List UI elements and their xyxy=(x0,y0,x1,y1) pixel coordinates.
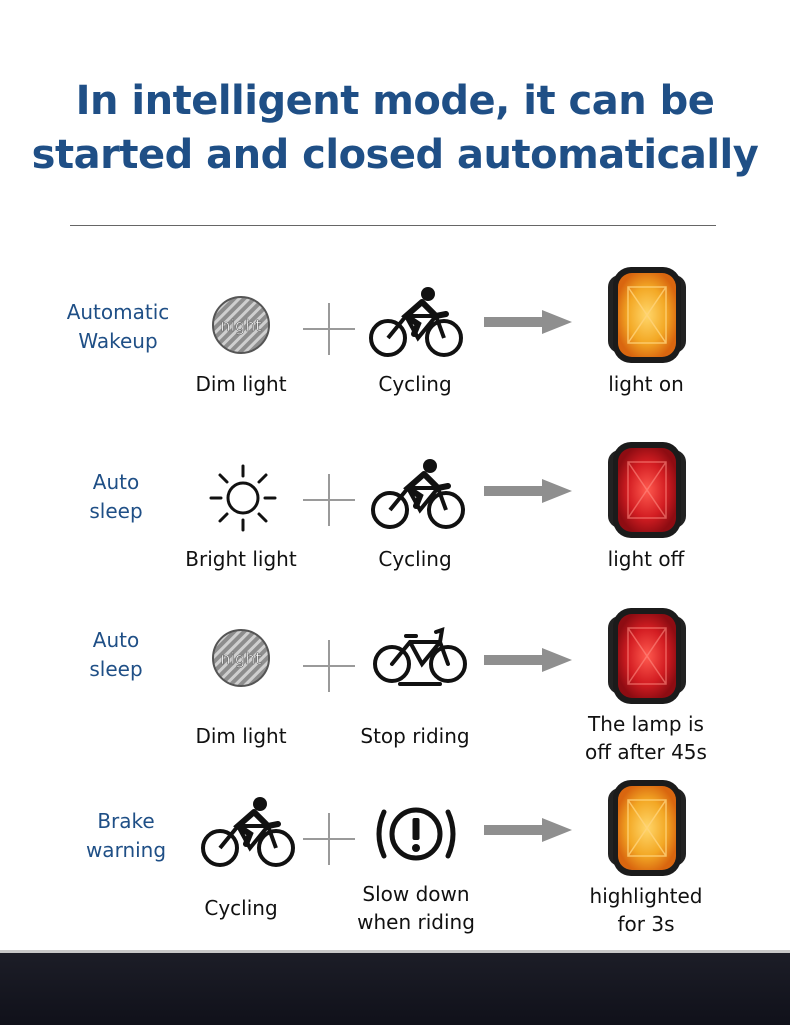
row-label-line-1: Auto xyxy=(92,628,140,652)
row-label-line-2: warning xyxy=(85,838,167,862)
cyclist-icon xyxy=(369,287,463,357)
tail-light-icon xyxy=(608,780,686,876)
cyclist-icon xyxy=(371,459,465,529)
condition-caption-line-1: Slow down xyxy=(362,882,470,906)
bottom-dark-band xyxy=(0,953,790,1025)
arrow-right-icon xyxy=(484,818,572,842)
tail-light-icon xyxy=(608,442,686,538)
arrow-right-icon xyxy=(484,310,572,334)
parked-bicycle-icon xyxy=(373,627,467,686)
row-label: Auto sleep xyxy=(36,626,196,684)
sun-icon xyxy=(209,464,277,532)
page-title: In intelligent mode, it can be started a… xyxy=(0,74,790,182)
row-label: Automatic Wakeup xyxy=(38,298,198,356)
cyclist-icon xyxy=(201,797,295,867)
row-label-line-1: Brake xyxy=(97,809,155,833)
condition-caption: Cycling xyxy=(378,547,452,571)
divider xyxy=(70,225,716,226)
row-label: Brake warning xyxy=(46,807,206,865)
plus-icon xyxy=(303,813,355,865)
result-caption-line-2: for 3s xyxy=(617,912,675,936)
result-caption-line-1: The lamp is xyxy=(588,712,704,736)
condition-caption: Dim light xyxy=(195,372,287,396)
night-label: night xyxy=(220,316,261,335)
brake-warning-icon xyxy=(376,807,456,861)
row-label-line-2: sleep xyxy=(89,499,143,523)
condition-caption-line-2: when riding xyxy=(357,910,475,934)
condition-caption: Bright light xyxy=(185,547,297,571)
title-line-1: In intelligent mode, it can be xyxy=(75,78,715,124)
arrow-right-icon xyxy=(484,648,572,672)
tail-light-icon xyxy=(608,608,686,704)
tail-light-icon xyxy=(608,267,686,363)
row-label-line-1: Auto xyxy=(92,470,140,494)
result-caption-line-1: highlighted xyxy=(589,884,703,908)
plus-icon xyxy=(303,303,355,355)
condition-caption: Slow down when riding xyxy=(336,880,496,936)
result-caption-line-2: off after 45s xyxy=(585,740,707,764)
row-label-line-2: Wakeup xyxy=(78,329,158,353)
row-label: Auto sleep xyxy=(36,468,196,526)
condition-caption: Stop riding xyxy=(360,724,470,748)
night-moon-icon: night xyxy=(212,629,270,687)
condition-caption: Cycling xyxy=(378,372,452,396)
night-moon-icon: night xyxy=(212,296,270,354)
row-label-line-1: Automatic xyxy=(66,300,170,324)
night-label: night xyxy=(220,649,261,668)
plus-icon xyxy=(303,474,355,526)
condition-caption: Dim light xyxy=(195,724,287,748)
result-caption: highlighted for 3s xyxy=(566,882,726,938)
bottom-divider xyxy=(0,950,790,954)
title-line-2: started and closed automatically xyxy=(31,132,759,178)
result-caption: The lamp is off after 45s xyxy=(566,710,726,766)
row-label-line-2: sleep xyxy=(89,657,143,681)
result-caption: light off xyxy=(607,547,685,571)
arrow-right-icon xyxy=(484,479,572,503)
condition-caption: Cycling xyxy=(204,896,278,920)
result-caption: light on xyxy=(608,372,684,396)
plus-icon xyxy=(303,640,355,692)
